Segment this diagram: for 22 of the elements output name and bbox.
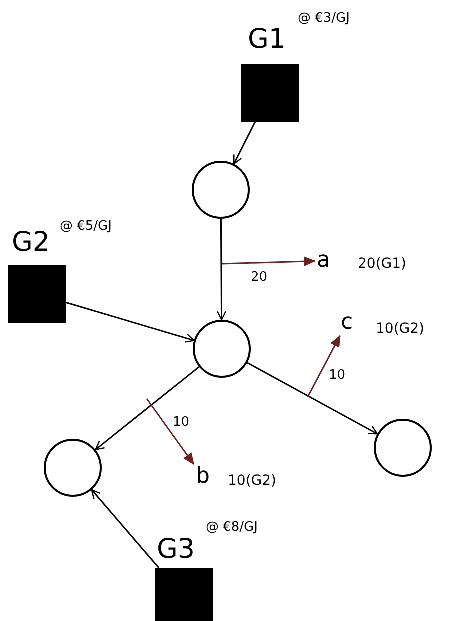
flow-amount-label: 10(G2) [376, 322, 424, 336]
price-label: @ €3/GJ [298, 12, 350, 25]
sink-label: b [196, 466, 210, 488]
arrow [247, 362, 378, 435]
arrow [216, 219, 227, 321]
node-circle [44, 439, 102, 497]
price-label: @ €5/GJ [60, 220, 112, 233]
arrow [91, 489, 160, 568]
arrow [307, 335, 341, 398]
flow-amount-label: 10(G2) [228, 474, 276, 488]
arrow [222, 256, 316, 267]
arrow [233, 122, 256, 165]
arrow [146, 398, 195, 466]
generator-label: G2 [12, 229, 50, 256]
arrow [95, 366, 200, 451]
price-label: @ €8/GJ [206, 521, 258, 534]
sink-label: a [317, 250, 330, 272]
sink-label: c [341, 312, 354, 334]
generator-label: G1 [248, 26, 286, 53]
generator-label: G3 [157, 536, 196, 563]
flow-amount-label: 20(G1) [358, 257, 406, 271]
arrow [66, 302, 195, 343]
